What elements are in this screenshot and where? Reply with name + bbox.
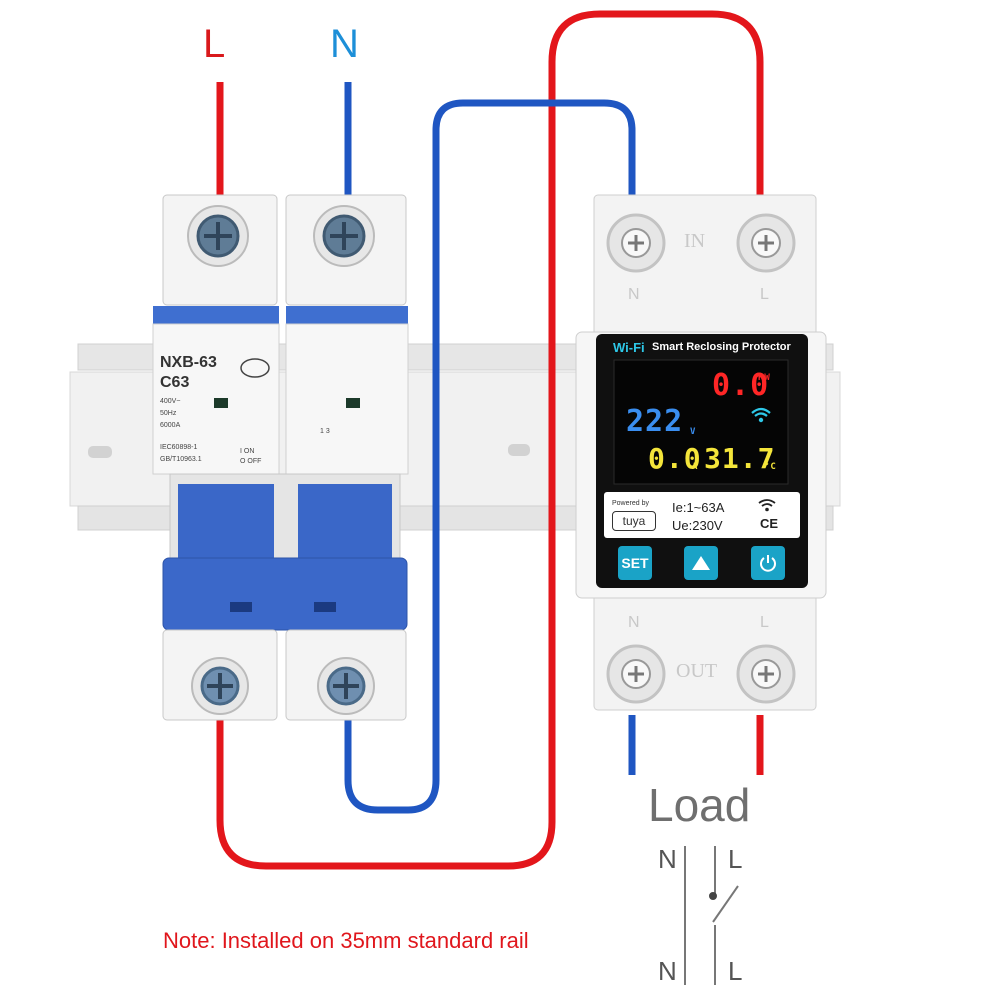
breaker-model: NXB-63 [160,354,217,371]
terminal-in-label: IN [684,230,706,252]
wire-neutral-loop [344,99,636,814]
temp-unit: °C [764,462,777,472]
up-arrow-icon [692,556,710,570]
load-switch-symbol [684,846,739,985]
power-icon [760,555,776,572]
tuya-logo: tuya [612,511,656,531]
ce-mark: CE [760,516,779,531]
supply-line-label: L [203,22,226,66]
load-n-top: N [658,844,677,874]
current-range-label: Ie:1~63A [672,500,725,515]
terminal-n-out-label: N [628,614,640,631]
temp-value: 31.7 [704,442,776,475]
set-button[interactable]: SET [618,546,652,580]
terminal-n-in-label: N [628,286,640,303]
breaker-on-label: I ON [240,448,255,455]
breaker-spec-capacity: 6000A [160,422,181,429]
terminal-l-out-label: L [760,614,769,631]
breaker-spec-voltage: 400V~ [160,398,181,405]
wifi-icon [758,499,776,512]
terminal-l-in-label: L [760,286,769,303]
load-n-bottom: N [658,956,677,986]
breaker-spec-freq: 50Hz [160,410,177,417]
installation-note: Note: Installed on 35mm standard rail [163,928,529,953]
breaker-off-label: O OFF [240,458,262,465]
breaker-pole2-marking: 1 3 [320,428,330,435]
protector-title: Smart Reclosing Protector [652,341,791,353]
protector-body [575,194,827,711]
power-value: 0.0 [712,368,770,403]
wifi-status-icon [751,407,771,423]
voltage-value: 222 [626,404,684,439]
current-value: 0.0 [648,442,702,475]
power-button[interactable] [751,546,785,580]
supply-neutral-label: N [330,22,359,66]
load-l-top: L [728,844,743,874]
powered-by-label: Powered by [612,500,649,507]
current-unit: A [692,462,699,472]
wire-line-loop [216,10,764,870]
tuya-brand: tuya [622,514,646,528]
breaker-standard-2: GB/T10963.1 [160,456,202,463]
breaker-rating: C63 [160,374,190,391]
terminal-out-label: OUT [676,660,718,682]
rated-voltage-label: Ue:230V [672,518,723,533]
breaker-standard-1: IEC60898-1 [160,444,198,451]
up-button[interactable] [684,546,718,580]
circuit-breaker-body [152,194,409,721]
load-l-bottom: L [728,956,743,986]
wifi-label: Wi-Fi [613,340,645,355]
load-title: Load [648,779,751,831]
power-unit: KW [758,373,771,383]
voltage-unit: V [690,427,697,437]
